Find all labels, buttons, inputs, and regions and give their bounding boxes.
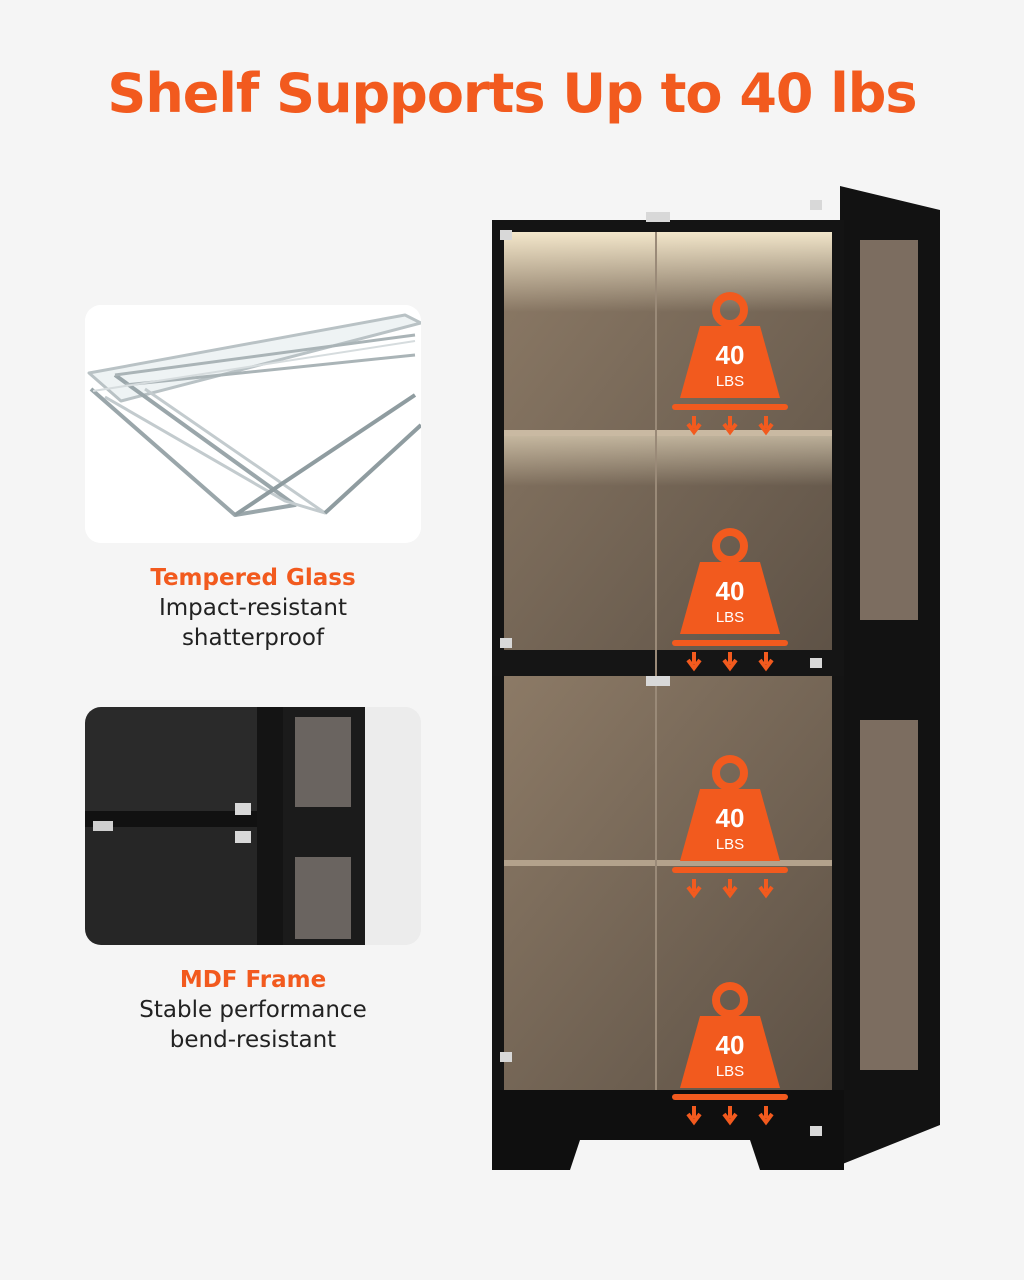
- feature-line: bend-resistant: [169, 1027, 337, 1053]
- feature-title: Tempered Glass: [150, 565, 356, 591]
- load-value: 40: [716, 340, 745, 370]
- cabinet-illustration: [492, 186, 940, 1170]
- feature-title: MDF Frame: [179, 967, 327, 993]
- feature-line: Impact-resistant: [158, 595, 347, 621]
- glass-panels-icon: [85, 305, 421, 543]
- feature-mdf-frame: MDF Frame Stable performance bend-resist…: [85, 965, 421, 1055]
- load-unit: LBS: [716, 836, 744, 853]
- load-value: 40: [716, 1030, 745, 1060]
- feature-line: shatterproof: [181, 625, 325, 651]
- feature-tempered-glass: Tempered Glass Impact-resistant shatterp…: [85, 563, 421, 653]
- load-unit: LBS: [716, 373, 744, 390]
- frame-closeup-icon: [85, 707, 421, 945]
- feature-line: Stable performance: [139, 997, 367, 1023]
- mdf-frame-image: [85, 707, 421, 945]
- tempered-glass-image: [85, 305, 421, 543]
- headline: Shelf Supports Up to 40 lbs: [107, 62, 917, 125]
- load-value: 40: [716, 803, 745, 833]
- load-unit: LBS: [716, 609, 744, 626]
- load-value: 40: [716, 576, 745, 606]
- load-unit: LBS: [716, 1063, 744, 1080]
- display-cabinet-image: [480, 180, 960, 1200]
